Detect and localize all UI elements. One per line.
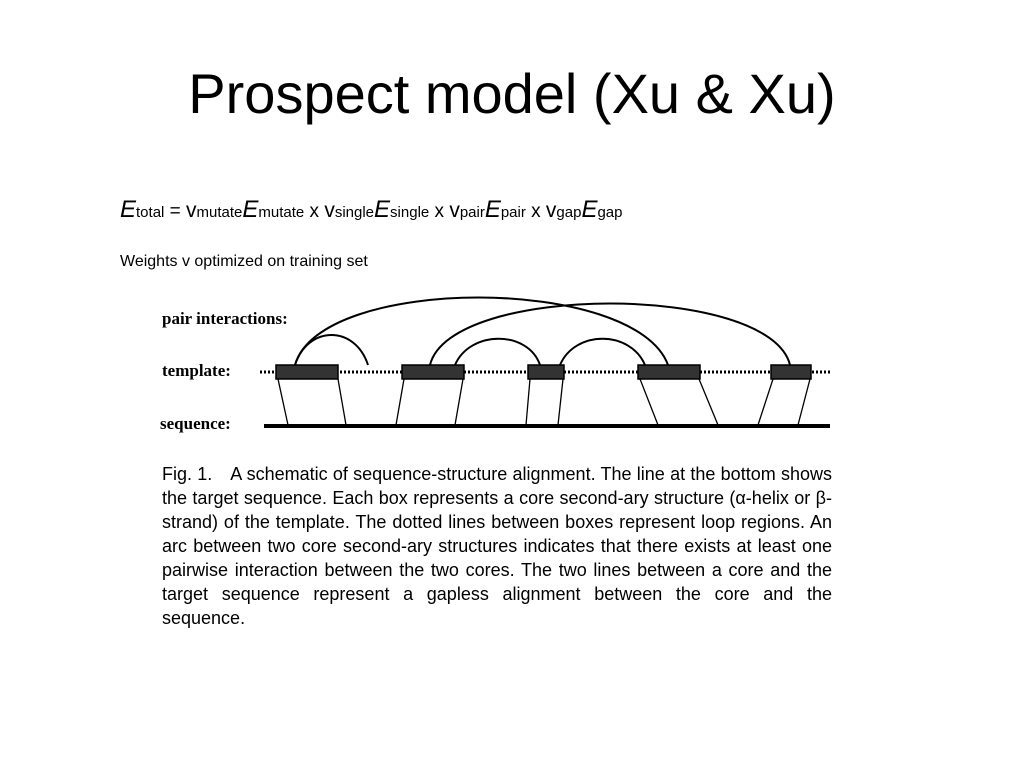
formula-term-pair-v: v [449, 199, 460, 222]
label-pair-interactions: pair interactions: [162, 309, 288, 328]
core-box-2 [401, 364, 465, 380]
formula-times-3: x [525, 201, 546, 222]
pair-arcs [294, 296, 791, 366]
formula-times-2: x [429, 201, 450, 222]
formula-term-gap-Esub: gap [597, 204, 623, 221]
formula-term-single-v: v [324, 199, 335, 222]
formula-term-single-Esub: single [390, 204, 430, 221]
formula-equals: = [164, 201, 187, 222]
core-box-1 [275, 364, 339, 380]
arc-core1-core4 [294, 296, 669, 366]
arc-core2-core3 [454, 337, 541, 366]
formula-term-pair-Esub: pair [500, 204, 526, 221]
label-template: template: [162, 361, 231, 380]
arc-core1-core2 [294, 334, 369, 366]
formula-term-gap-E: E [581, 196, 598, 223]
formula-term-single-vsub: single [334, 204, 375, 221]
formula-term-pair-E: E [484, 196, 501, 223]
weights-note: Weights v optimized on training set [120, 253, 368, 270]
alignment-lines [277, 378, 811, 426]
core-box-3 [527, 364, 565, 380]
core-box-5 [770, 364, 812, 380]
formula-term-gap-v: v [545, 199, 557, 222]
slide-title: Prospect model (Xu & Xu) [188, 62, 836, 125]
energy-formula: Etotal = vmutateEmutate x vsingleEsingle… [120, 196, 623, 224]
formula-lhs-sub: total [136, 204, 165, 221]
arc-core3-core4 [559, 337, 646, 366]
caption-text: A schematic of sequence-structure alignm… [162, 464, 832, 628]
label-sequence: sequence: [160, 414, 231, 433]
formula-term-pair-vsub: pair [459, 204, 485, 221]
formula-term-mutate-vsub: mutate [196, 204, 243, 221]
formula-term-single-E: E [374, 196, 391, 223]
formula-times-1: x [304, 201, 325, 222]
template-cores [275, 364, 812, 380]
alignment-diagram: pair interactions: template: sequence: [160, 296, 832, 433]
core-box-4 [637, 364, 701, 380]
figure-caption: Fig. 1.A schematic of sequence-structure… [162, 462, 832, 630]
arc-core2-core5 [429, 302, 791, 366]
formula-term-gap-vsub: gap [556, 204, 582, 221]
caption-fig-number: Fig. 1. [162, 464, 213, 484]
formula-term-mutate-v: v [186, 199, 197, 222]
formula-term-mutate-Esub: mutate [258, 204, 305, 221]
formula-lhs-E: E [120, 196, 137, 223]
formula-term-mutate-E: E [242, 196, 259, 223]
